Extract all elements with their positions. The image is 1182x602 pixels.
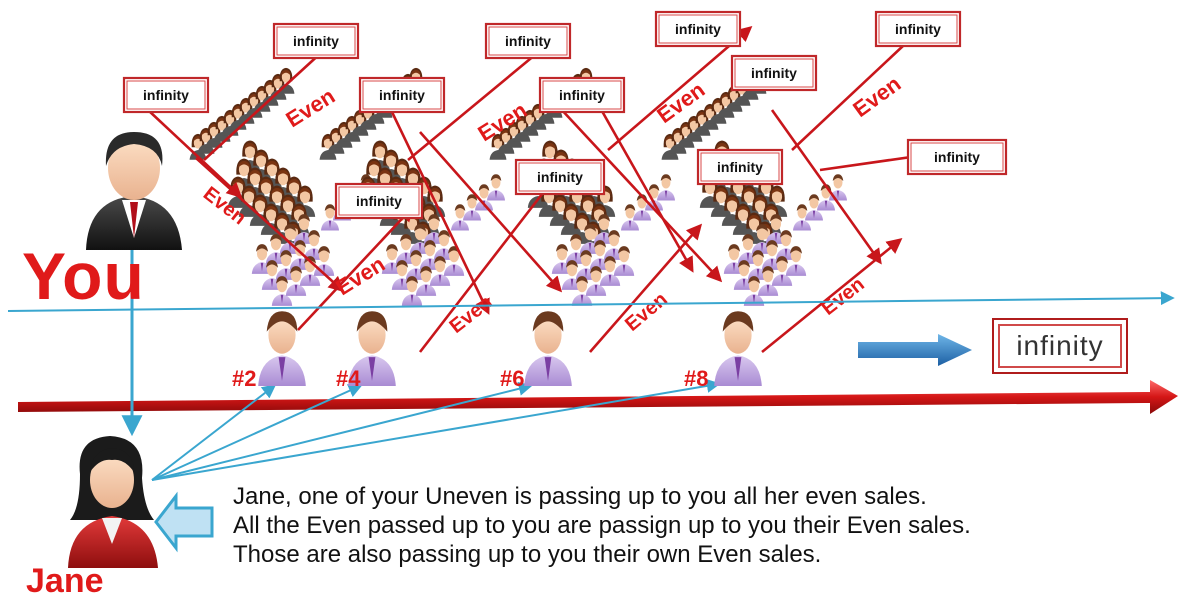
infinity-label: infinity: [505, 33, 551, 49]
infinity-label: infinity: [717, 159, 763, 175]
infinity-box-6: infinity: [516, 160, 604, 194]
even-label-2: Even: [331, 251, 389, 300]
infinity-label: infinity: [934, 149, 980, 165]
you-label: You: [22, 238, 145, 314]
person-icon: [829, 174, 847, 200]
infinity-box-4: infinity: [486, 24, 570, 58]
infinity-box-8: infinity: [732, 56, 816, 90]
infinity-label: infinity: [559, 87, 605, 103]
caption-line-1: Jane, one of your Uneven is passing up t…: [233, 482, 971, 511]
infinity-box-5: infinity: [540, 78, 624, 112]
infinity-label: infinity: [379, 87, 425, 103]
jane-label: Jane: [26, 562, 104, 601]
block-arrow-icon: [858, 334, 972, 366]
businessman-icon: [86, 132, 182, 250]
big-infinity-label: infinity: [998, 324, 1122, 368]
person-icon: [487, 174, 505, 200]
infinity-label: infinity: [143, 87, 189, 103]
position-person-1: [258, 311, 306, 386]
infinity-box-1: infinity: [124, 78, 208, 112]
person-icon: [657, 174, 675, 200]
main-red-arrow: [18, 380, 1178, 414]
position-label-4: #8: [684, 366, 708, 391]
infinity-box-7: infinity: [656, 12, 740, 46]
caption-line-3: Those are also passing up to you their o…: [233, 540, 971, 569]
big-infinity-box: infinity: [992, 318, 1128, 374]
infinity-label: infinity: [293, 33, 339, 49]
infinity-label: infinity: [751, 65, 797, 81]
infinity-box-2: infinity: [336, 184, 422, 218]
caption: Jane, one of your Uneven is passing up t…: [233, 482, 971, 569]
position-label-2: #4: [336, 366, 361, 391]
infinity-box-9: infinity: [698, 150, 782, 184]
even-line-8: [590, 226, 700, 352]
caption-line-2: All the Even passed up to you are passig…: [233, 511, 971, 540]
infinity-box-3: infinity: [360, 78, 444, 112]
even-label-8: Even: [818, 273, 869, 320]
even-label-4: Even: [446, 291, 497, 338]
infinity-label: infinity: [537, 169, 583, 185]
position-people: #2 #4 #6 #8: [232, 311, 762, 391]
infinity-label: infinity: [895, 21, 941, 37]
position-person-3: [524, 311, 572, 386]
infinity-label: infinity: [675, 21, 721, 37]
infinity-box-11: infinity: [908, 140, 1006, 174]
even-label-6: Even: [621, 288, 672, 336]
infinity-label: infinity: [356, 193, 402, 209]
position-label-1: #2: [232, 366, 256, 391]
businesswoman-icon: [68, 436, 158, 568]
position-label-3: #6: [500, 366, 524, 391]
even-label-7: Even: [848, 71, 905, 122]
position-person-4: [714, 311, 762, 386]
infinity-box-10: infinity: [876, 12, 960, 46]
infinity-box-0: infinity: [274, 24, 358, 58]
block-arrow-icon: [156, 496, 212, 548]
